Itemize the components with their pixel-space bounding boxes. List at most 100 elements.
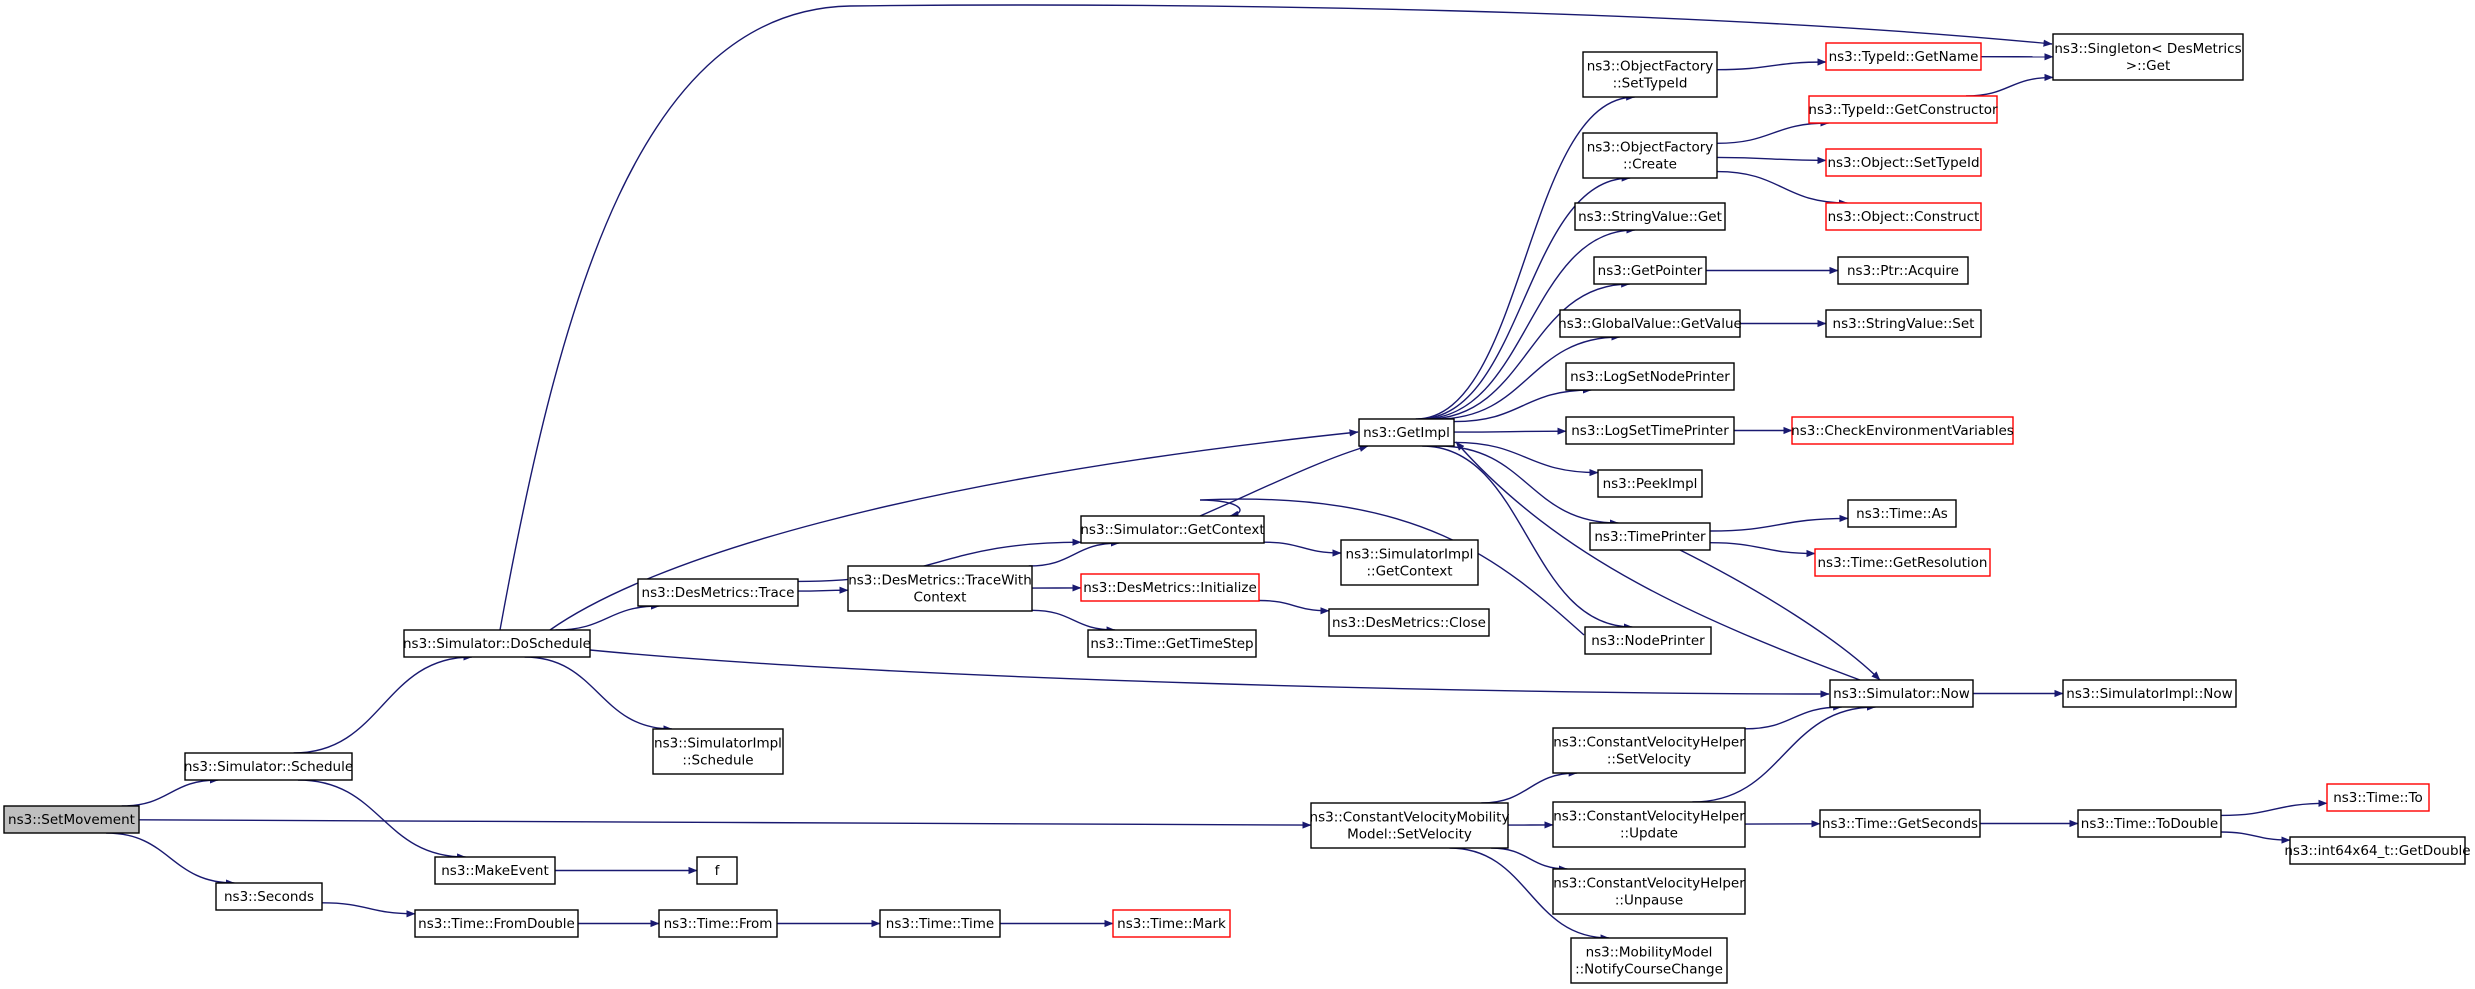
graph-node-n8[interactable]: f	[696, 856, 738, 885]
node-label: ns3::Ptr::Acquire	[1847, 263, 1959, 279]
graph-node-n37[interactable]: ns3::Object::Construct	[1825, 202, 1982, 231]
graph-node-n24[interactable]: ns3::GlobalValue::GetValue	[1558, 309, 1742, 338]
graph-node-n21[interactable]: ns3::ObjectFactory::Create	[1582, 132, 1718, 179]
node-box	[2289, 836, 2466, 865]
graph-node-n43[interactable]: ns3::Simulator::Now	[1829, 679, 1974, 708]
graph-node-n30[interactable]: ns3::ConstantVelocityHelper::SetVelocity	[1552, 727, 1746, 774]
graph-node-n15[interactable]: ns3::Time::Mark	[1112, 909, 1231, 938]
node-box	[1565, 416, 1735, 445]
graph-node-n46[interactable]: ns3::SimulatorImpl::Now	[2062, 679, 2237, 708]
node-label: ns3::DesMetrics::Close	[1332, 615, 1486, 631]
node-box	[184, 752, 353, 781]
graph-node-n18[interactable]: ns3::DesMetrics::Close	[1328, 608, 1490, 637]
node-box	[696, 856, 738, 885]
edge-n29-to-n12	[1199, 498, 1585, 636]
graph-node-n4[interactable]: ns3::MakeEvent	[434, 856, 556, 885]
node-label: ns3::TimePrinter	[1594, 529, 1706, 545]
node-label: ::Create	[1623, 157, 1677, 173]
graph-node-n34[interactable]: ns3::TypeId::GetName	[1825, 42, 1982, 71]
node-label: ns3::Time::To	[2333, 790, 2423, 806]
node-label: ::Update	[1620, 826, 1678, 842]
node-label: ns3::CheckEnvironmentVariables	[1791, 423, 2014, 439]
node-label: ns3::StringValue::Get	[1578, 209, 1722, 225]
node-box	[847, 565, 1033, 612]
graph-node-n13[interactable]: ns3::DesMetrics::Initialize	[1080, 573, 1260, 602]
graph-node-n1[interactable]: ns3::Simulator::Schedule	[184, 752, 353, 781]
graph-node-n19[interactable]: ns3::GetImpl	[1358, 418, 1455, 447]
graph-node-n28[interactable]: ns3::TimePrinter	[1589, 522, 1711, 551]
node-box	[1791, 416, 2014, 445]
graph-node-n45[interactable]: ns3::Singleton< DesMetrics >::Get	[2052, 33, 2244, 81]
node-box	[1837, 256, 1969, 285]
graph-node-n6[interactable]: ns3::DesMetrics::Trace	[637, 578, 799, 607]
graph-node-n0[interactable]: ns3::SetMovement	[3, 805, 140, 834]
graph-node-n2[interactable]: ns3::Seconds	[215, 882, 323, 911]
node-label: ns3::Time::FromDouble	[418, 916, 575, 932]
graph-node-n5[interactable]: ns3::Time::FromDouble	[414, 909, 579, 938]
node-label: ::GetContext	[1366, 564, 1452, 580]
graph-node-n26[interactable]: ns3::LogSetTimePrinter	[1565, 416, 1735, 445]
graph-node-n41[interactable]: ns3::Time::As	[1847, 499, 1957, 528]
node-box	[1825, 42, 1982, 71]
edge-n47-to-n49	[2220, 831, 2291, 844]
node-label: ns3::TypeId::GetConstructor	[1808, 102, 1998, 118]
graph-node-n14[interactable]: ns3::Time::GetTimeStep	[1087, 629, 1257, 658]
graph-node-n23[interactable]: ns3::GetPointer	[1593, 256, 1707, 285]
edge-n28-to-n43	[1679, 549, 1881, 681]
node-box	[879, 909, 1001, 938]
node-label: ns3::Time::ToDouble	[2081, 816, 2218, 832]
node-label: ns3::Time::GetSeconds	[1822, 816, 1978, 832]
graph-node-n39[interactable]: ns3::StringValue::Set	[1825, 309, 1982, 338]
node-label: ns3::NodePrinter	[1591, 633, 1705, 649]
graph-node-n12[interactable]: ns3::Simulator::GetContext	[1080, 515, 1265, 544]
graph-node-n38[interactable]: ns3::Ptr::Acquire	[1837, 256, 1969, 285]
edge-n19-to-n27	[1453, 441, 1599, 477]
graph-node-n7[interactable]: ns3::SimulatorImpl::Schedule	[652, 728, 784, 775]
node-label: ns3::DesMetrics::Trace	[642, 585, 795, 601]
node-box	[1593, 256, 1707, 285]
graph-node-n22[interactable]: ns3::StringValue::Get	[1574, 202, 1726, 231]
node-box	[1597, 469, 1703, 498]
edge-n31-to-n43	[1692, 703, 1876, 803]
graph-node-n40[interactable]: ns3::CheckEnvironmentVariables	[1791, 416, 2014, 445]
graph-node-n9[interactable]: ns3::Time::From	[658, 909, 778, 938]
graph-node-n48[interactable]: ns3::Time::To	[2326, 783, 2430, 812]
graph-node-n33[interactable]: ns3::MobilityModel::NotifyCourseChange	[1570, 937, 1728, 984]
graph-node-n47[interactable]: ns3::Time::ToDouble	[2077, 809, 2222, 838]
node-box	[2326, 783, 2430, 812]
node-label: ns3::PeekImpl	[1603, 476, 1698, 492]
node-box	[1559, 309, 1741, 338]
node-label: ns3::Time::Time	[886, 916, 994, 932]
graph-node-n25[interactable]: ns3::LogSetNodePrinter	[1565, 362, 1735, 391]
graph-node-n3[interactable]: ns3::Simulator::DoSchedule	[403, 629, 591, 658]
edge-n19-to-n22	[1421, 226, 1636, 420]
call-nodes: ns3::SetMovement ns3::Simulator::Schedule…	[3, 33, 2471, 984]
graph-node-n31[interactable]: ns3::ConstantVelocityHelper::Update	[1552, 801, 1746, 848]
node-label: ::NotifyCourseChange	[1575, 962, 1723, 978]
graph-node-n16[interactable]: ns3::ConstantVelocityMobilityModel::SetV…	[1310, 802, 1510, 849]
edge-n47-to-n48	[2220, 799, 2328, 817]
edge-n12-to-n19	[1199, 444, 1369, 517]
graph-node-n32[interactable]: ns3::ConstantVelocityHelper::Unpause	[1552, 868, 1746, 915]
edge-n19-to-n24	[1436, 333, 1621, 420]
node-box	[1814, 548, 1991, 577]
node-box	[414, 909, 579, 938]
graph-node-n17[interactable]: ns3::SimulatorImpl::GetContext	[1340, 539, 1479, 586]
node-box	[1328, 608, 1490, 637]
graph-node-n20[interactable]: ns3::ObjectFactory::SetTypeId	[1582, 51, 1718, 98]
graph-node-n36[interactable]: ns3::Object::SetTypeId	[1825, 148, 1982, 177]
graph-node-n29[interactable]: ns3::NodePrinter	[1584, 626, 1712, 655]
graph-node-n44[interactable]: ns3::Time::GetSeconds	[1819, 809, 1981, 838]
graph-node-n11[interactable]: ns3::Time::Time	[879, 909, 1001, 938]
graph-node-n35[interactable]: ns3::TypeId::GetConstructor	[1808, 95, 1998, 124]
node-label: ns3::Simulator::Schedule	[184, 759, 353, 775]
graph-node-n27[interactable]: ns3::PeekImpl	[1597, 469, 1703, 498]
node-box	[1819, 809, 1981, 838]
graph-node-n49[interactable]: ns3::int64x64_t::GetDouble	[2284, 836, 2471, 865]
node-label: ns3::ObjectFactory	[1587, 140, 1714, 156]
node-box	[1582, 51, 1718, 98]
node-box	[1080, 573, 1260, 602]
node-label: ::SetTypeId	[1613, 76, 1688, 92]
graph-node-n42[interactable]: ns3::Time::GetResolution	[1814, 548, 1991, 577]
